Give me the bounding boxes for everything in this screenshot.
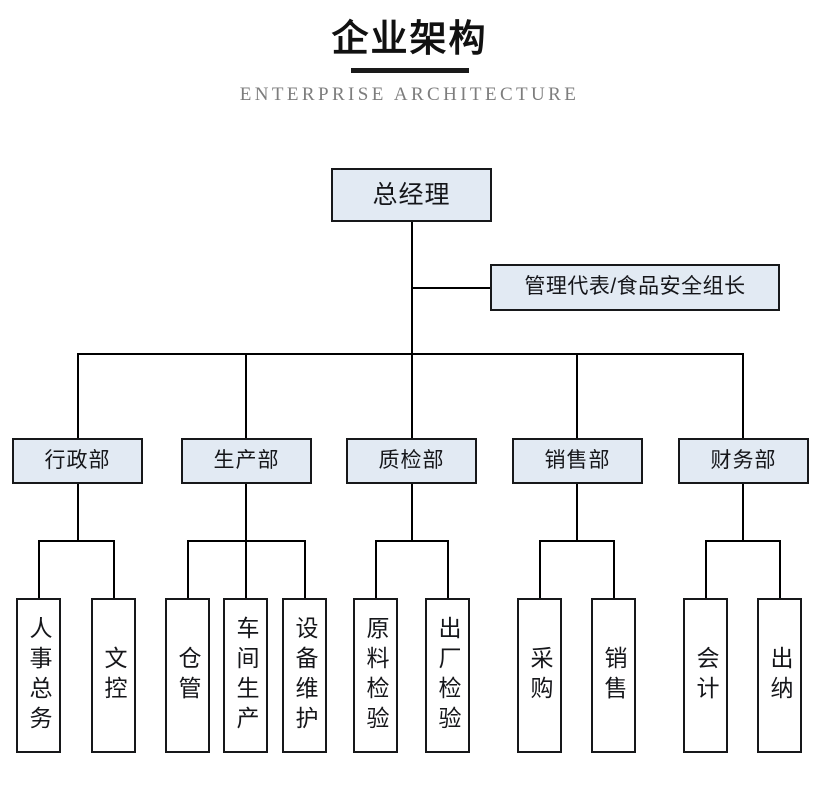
- node-unit-document-control[interactable]: 文控: [91, 598, 136, 753]
- connector-qc-stem: [411, 484, 413, 541]
- node-department-admin[interactable]: 行政部: [12, 438, 143, 484]
- node-unit-purchasing-label: 采购: [527, 645, 553, 706]
- node-department-production-label: 生产部: [213, 448, 280, 472]
- connector-drop-admin: [77, 353, 79, 438]
- node-unit-cashier[interactable]: 出纳: [757, 598, 802, 753]
- connector-sales-stem: [576, 484, 578, 541]
- node-management-representative-label: 管理代表/食品安全组长: [524, 275, 746, 299]
- connector-admin-stem: [77, 484, 79, 541]
- node-department-qc[interactable]: 质检部: [346, 438, 477, 484]
- node-department-sales[interactable]: 销售部: [512, 438, 643, 484]
- connector-finance-child-2: [779, 540, 781, 598]
- connector-finance-child-1: [705, 540, 707, 598]
- connector-drop-sales: [576, 353, 578, 438]
- node-unit-final-inspection[interactable]: 出厂检验: [425, 598, 470, 753]
- connector-drop-qc: [411, 353, 413, 438]
- connector-drop-finance: [742, 353, 744, 438]
- connector-production-child-2: [245, 540, 247, 598]
- connector-finance-stem: [742, 484, 744, 541]
- node-management-representative[interactable]: 管理代表/食品安全组长: [490, 264, 780, 311]
- node-unit-cashier-label: 出纳: [767, 645, 793, 706]
- connector-production-child-1: [187, 540, 189, 598]
- node-unit-warehouse-label: 仓管: [175, 645, 201, 706]
- node-unit-document-control-label: 文控: [101, 645, 127, 706]
- connector-finance-bus: [705, 540, 781, 542]
- node-department-production[interactable]: 生产部: [181, 438, 312, 484]
- node-unit-workshop-label: 车间生产: [233, 615, 259, 736]
- node-unit-warehouse[interactable]: 仓管: [165, 598, 210, 753]
- node-department-qc-label: 质检部: [378, 448, 445, 472]
- connector-qc-child-1: [375, 540, 377, 598]
- connector-sales-child-1: [539, 540, 541, 598]
- connector-sales-bus: [539, 540, 615, 542]
- node-unit-sales[interactable]: 销售: [591, 598, 636, 753]
- page-subtitle: ENTERPRISE ARCHITECTURE: [239, 84, 580, 105]
- node-department-finance-label: 财务部: [710, 448, 777, 472]
- connector-admin-bus: [38, 540, 115, 542]
- node-unit-sales-label: 销售: [601, 645, 627, 706]
- page-title: 企业架构: [331, 18, 488, 59]
- connector-production-stem: [245, 484, 247, 541]
- connector-admin-child-1: [38, 540, 40, 598]
- connector-sales-child-2: [613, 540, 615, 598]
- node-unit-maintenance[interactable]: 设备维护: [282, 598, 327, 753]
- node-department-finance[interactable]: 财务部: [678, 438, 809, 484]
- node-unit-hr[interactable]: 人事总务: [16, 598, 61, 753]
- node-unit-raw-material-inspection[interactable]: 原料检验: [353, 598, 398, 753]
- node-unit-accounting-label: 会计: [693, 645, 719, 706]
- connector-admin-child-2: [113, 540, 115, 598]
- node-unit-raw-material-inspection-label: 原料检验: [363, 615, 389, 736]
- node-unit-accounting[interactable]: 会计: [683, 598, 728, 753]
- title-underline: [350, 68, 469, 73]
- connector-drop-production: [245, 353, 247, 438]
- connector-department-bus: [77, 353, 744, 355]
- node-department-admin-label: 行政部: [44, 448, 111, 472]
- connector-qc-child-2: [447, 540, 449, 598]
- connector-qc-bus: [375, 540, 449, 542]
- connector-production-child-3: [304, 540, 306, 598]
- node-unit-purchasing[interactable]: 采购: [517, 598, 562, 753]
- chart-header: 企业架构 ENTERPRISE ARCHITECTURE: [0, 0, 819, 106]
- node-unit-maintenance-label: 设备维护: [292, 615, 318, 736]
- node-department-sales-label: 销售部: [544, 448, 611, 472]
- node-unit-final-inspection-label: 出厂检验: [435, 615, 461, 736]
- node-general-manager-label: 总经理: [372, 180, 451, 209]
- node-unit-workshop[interactable]: 车间生产: [223, 598, 268, 753]
- connector-root-to-staff: [411, 287, 491, 289]
- node-general-manager[interactable]: 总经理: [331, 168, 492, 222]
- node-unit-hr-label: 人事总务: [26, 615, 52, 736]
